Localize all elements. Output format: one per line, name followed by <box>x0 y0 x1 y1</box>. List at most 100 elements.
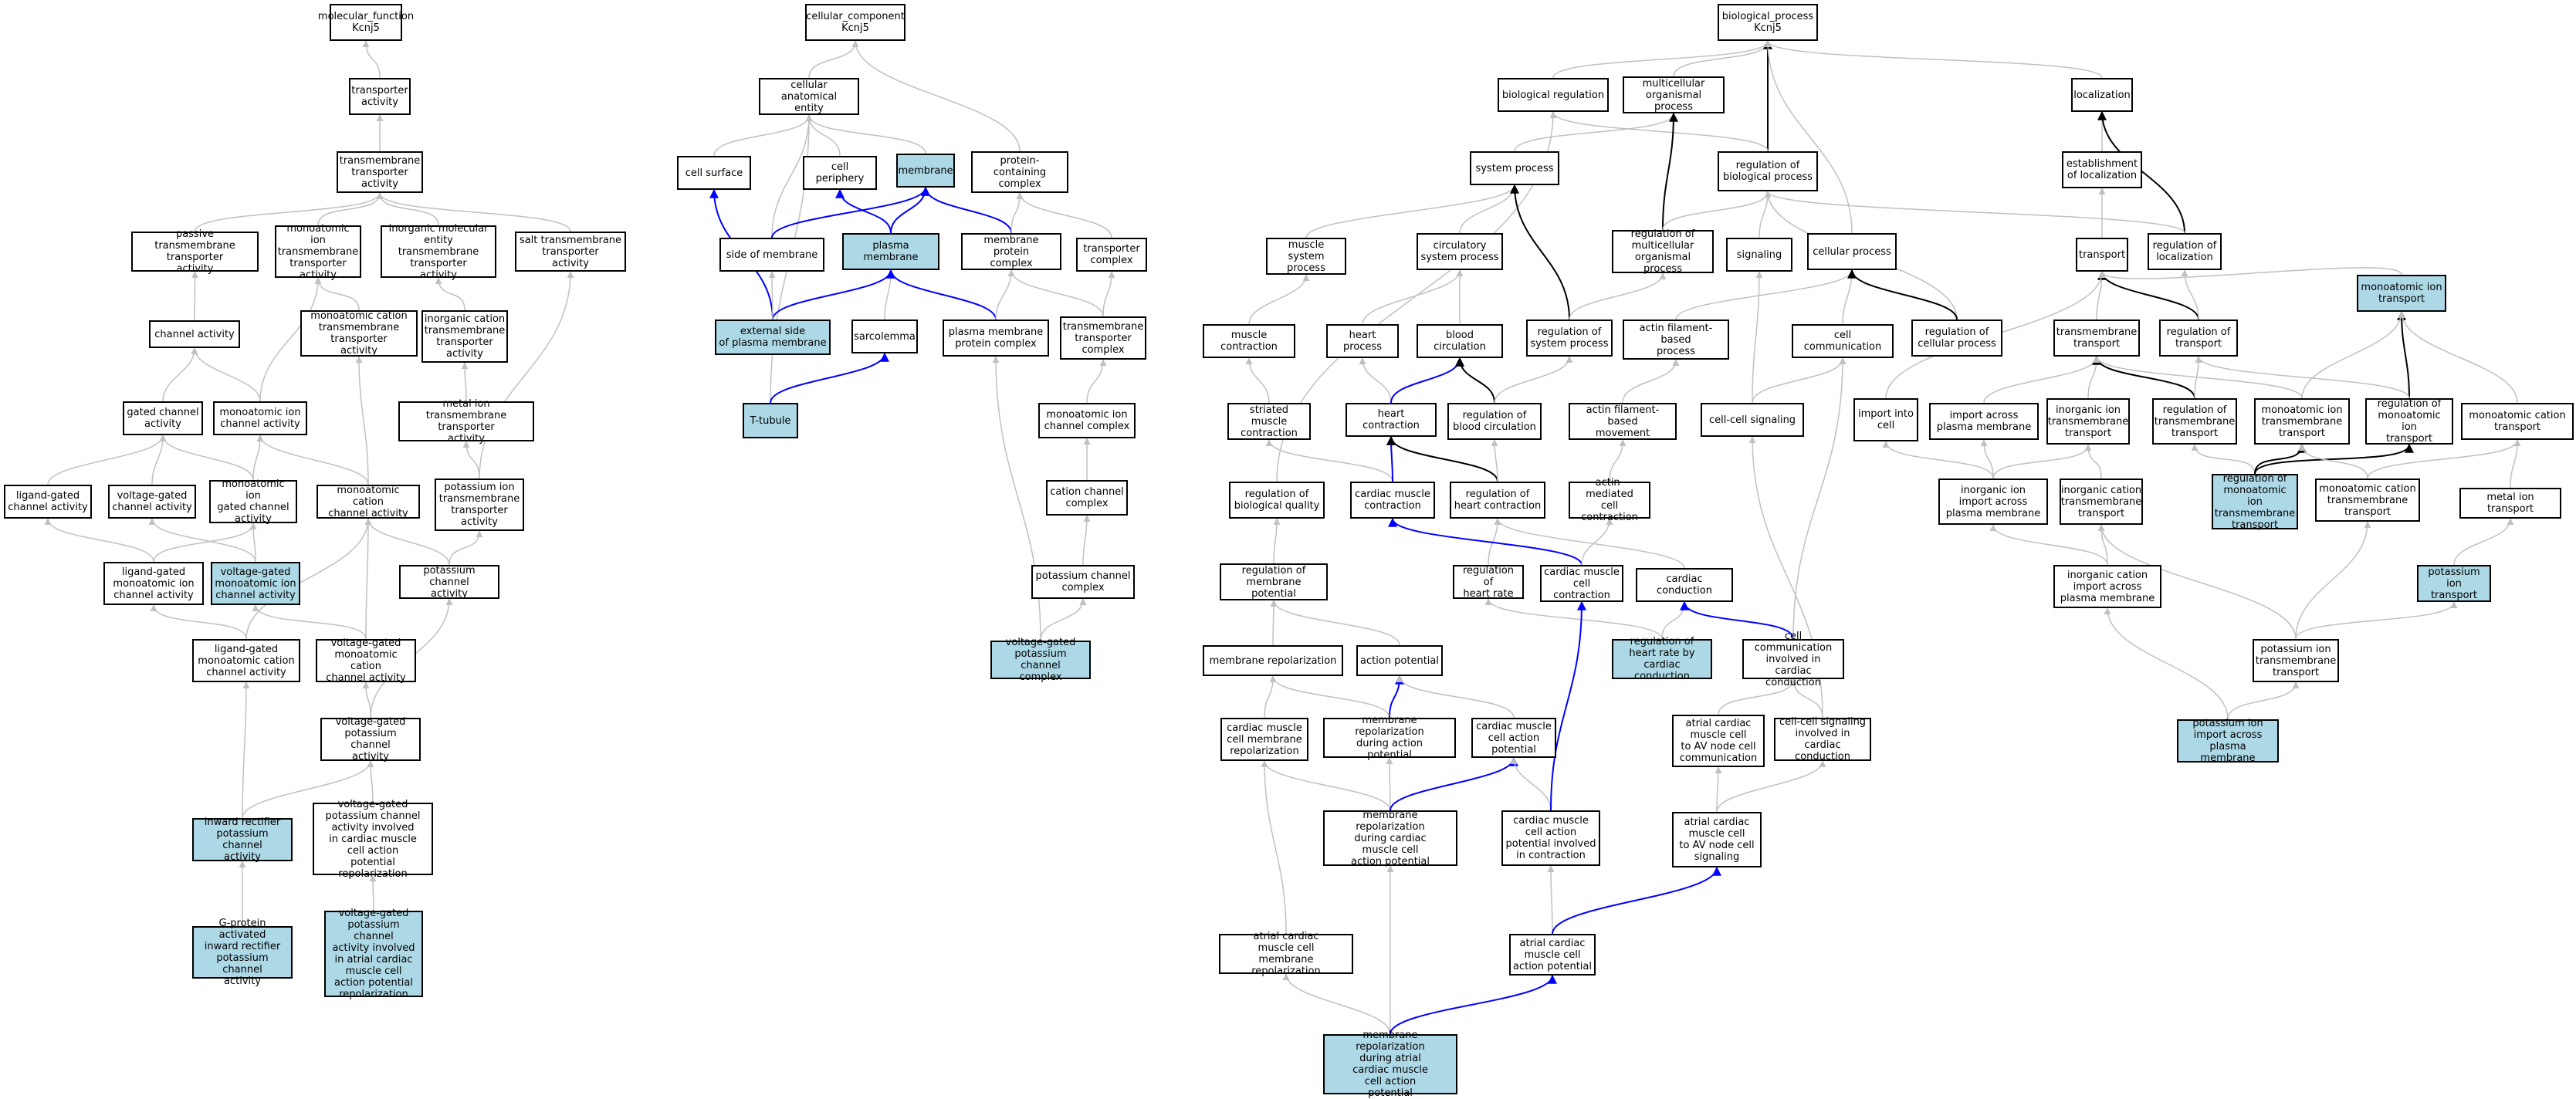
go-term-blood-circulation: blood circulation <box>1417 324 1503 358</box>
edge-cell-comm-cardiac-to-cardiac-conduction <box>1680 600 1794 640</box>
edge-protein-complex-to-cc-root <box>851 40 1021 152</box>
edge-reg-localization-to-reg-bio-process <box>1764 191 2185 234</box>
go-term-action-potential: action potential <box>1356 645 1443 676</box>
edge-inorg-cation-tm-transport-to-inorg-ion-tm-transport <box>2084 444 2102 479</box>
edge-ligand-gated-mono-ion-to-ligand-gated-channel <box>44 518 154 563</box>
go-term-membrane: membrane <box>896 154 955 188</box>
edge-vg-k-cardiac-to-voltage-gated-potassium <box>367 760 374 803</box>
go-term-potassium-ion-tm: potassium ion transmembrane transporter … <box>435 478 524 531</box>
edge-reg-multicellular-to-multicellular-process <box>1662 112 1678 231</box>
edge-reg-transport-to-reg-localization <box>2181 269 2199 320</box>
edge-mono-cation-transport-to-mono-ion-transport <box>2398 311 2518 404</box>
edge-cell-cell-signaling-to-cell-communication <box>1752 357 1847 404</box>
go-term-actin-filament-process: actin filament-based process <box>1623 320 1729 360</box>
edge-reg-mono-ion-transport-to-mono-ion-transport <box>2397 310 2410 399</box>
go-term-cardiac-mc-ap-contraction: cardiac muscle cell action potential inv… <box>1501 810 1600 866</box>
edge-reg-blood-circulation-to-blood-circulation <box>1455 357 1495 404</box>
go-term-mono-ion-transport: monoatomic ion transport <box>2357 275 2446 312</box>
go-term-cardiac-conduction: cardiac conduction <box>1636 568 1733 602</box>
go-term-metal-ion-tm: metal ion transmembrane transporter acti… <box>398 398 534 445</box>
edge-inorg-cation-tm-to-inorg-mol-tm <box>435 277 465 311</box>
edge-t-tubule-to-sarcolemma <box>770 352 889 404</box>
edge-potassium-ion-transport-to-metal-ion-transport <box>2453 518 2514 566</box>
edge-reg-mono-ion-tm-transport-to-reg-tm-transport <box>2191 444 2256 475</box>
edge-reg-mono-ion-tm-transport-to-reg-mono-ion-transport <box>2254 443 2414 475</box>
edge-mono-ion-tm-to-tm-transporter-activity <box>317 192 384 226</box>
go-term-membrane-repol-atrial-ap: membrane repolarization during atrial ca… <box>1323 1030 1457 1099</box>
edge-salt-tm-to-tm-transporter-activity <box>376 192 571 232</box>
go-term-system-process: system process <box>1470 151 1559 185</box>
go-term-gated-channel: gated channel activity <box>123 401 203 435</box>
go-term-heart-contraction: heart contraction <box>1346 403 1437 437</box>
go-term-atrial-to-av-comm: atrial cardiac muscle cell to AV node ce… <box>1672 715 1765 767</box>
edge-vg-k-channel-complex-to-potassium-channel-complex <box>1040 598 1087 641</box>
edge-ligand-gated-mono-ion-to-mono-ion-gated <box>153 522 257 563</box>
edge-inorg-ion-import-to-import-across-pm <box>1980 439 1994 479</box>
edge-actin-mediated-to-actin-movement <box>1609 439 1627 482</box>
go-term-localization: localization <box>2071 78 2133 112</box>
edge-reg-heart-contraction-to-reg-blood-circulation <box>1491 439 1498 482</box>
go-term-actin-movement: actin filament-based movement <box>1569 403 1677 440</box>
go-term-atrial-action-potential: atrial cardiac muscle cell action potent… <box>1509 934 1596 976</box>
edge-atrial-to-av-signaling-to-cell-cell-signaling-cardiac <box>1716 760 1826 813</box>
edge-external-side-to-plasma-membrane <box>772 269 895 320</box>
go-term-voltage-gated-mono-ion: voltage-gated monoatomic ion channel act… <box>211 562 300 605</box>
go-term-g-protein-inward: G-protein activated inward rectifier pot… <box>192 918 293 987</box>
go-term-protein-complex: protein-containing complex <box>971 151 1068 193</box>
edge-ligand-gated-mono-cation-to-mono-cation-channel <box>245 518 372 640</box>
go-term-vg-k-channel-complex: voltage-gated potassium channel complex <box>990 637 1091 683</box>
edge-cardiac-conduction-to-reg-heart-contraction <box>1494 518 1685 569</box>
edge-atrial-action-potential-to-cardiac-mc-ap-contraction <box>1547 865 1555 935</box>
go-term-potassium-channel-complex: potassium channel complex <box>1031 565 1135 599</box>
edge-cell-cell-signaling-cardiac-to-cell-comm-cardiac <box>1789 678 1823 719</box>
go-term-cell-comm-cardiac: cell communication involved in cardiac c… <box>1742 631 1844 688</box>
go-term-cell-cell-signaling-cardiac: cell-cell signaling involved in cardiac … <box>1774 716 1871 763</box>
edge-mono-ion-tm-transport-to-mono-ion-transport <box>2301 311 2405 399</box>
go-term-side-of-membrane: side of membrane <box>719 238 824 272</box>
edge-vg-k-atrial-to-vg-k-cardiac <box>369 874 377 911</box>
go-term-mono-cation-tm: monoatomic cation transmembrane transpor… <box>300 310 418 357</box>
edge-muscle-contraction-to-muscle-system-process <box>1248 274 1310 325</box>
go-term-multicellular-process: multicellular organismal process <box>1623 76 1725 113</box>
edge-inorg-cation-import-to-inorg-ion-import <box>1989 524 2108 566</box>
go-term-plasma-membrane: plasma membrane <box>842 233 939 270</box>
go-term-pm-protein-complex: plasma membrane protein complex <box>943 320 1049 357</box>
edge-ligand-gated-mono-cation-to-ligand-gated-mono-ion <box>150 604 247 640</box>
edge-heart-contraction-to-heart-process <box>1359 357 1392 404</box>
go-term-reg-heart-contraction: regulation of heart contraction <box>1450 482 1545 519</box>
edge-membrane-repol-cardiac-ap-to-cardiac-mc-membrane-repol <box>1261 760 1391 811</box>
edge-striated-muscle-to-muscle-contraction <box>1245 357 1270 404</box>
edge-reg-cellular-process-to-cellular-process <box>1847 269 1958 320</box>
edge-mono-ion-gated-to-gated-channel <box>159 435 254 481</box>
go-term-actin-mediated: actin-mediated cell contraction <box>1569 477 1650 523</box>
go-term-metal-ion-transport: metal ion transport <box>2459 488 2561 519</box>
go-term-voltage-gated-potassium: voltage-gated potassium channel activity <box>320 716 421 763</box>
edge-cell-periphery-to-cell-anat <box>805 114 841 157</box>
go-term-reg-transport: regulation of transport <box>2159 320 2238 357</box>
edge-mono-ion-channel-complex-to-tm-transporter-complex <box>1086 359 1107 404</box>
edge-plasma-membrane-to-cell-periphery <box>835 188 892 234</box>
go-term-reg-bio-process: regulation of biological process <box>1718 151 1818 191</box>
edge-heart-process-to-circulatory-system <box>1362 269 1464 325</box>
edge-mono-ion-channel-to-mono-ion-tm <box>259 277 322 402</box>
edge-cell-cell-signaling-to-signaling <box>1752 271 1763 404</box>
go-term-tm-transporter-complex: transmembrane transporter complex <box>1060 316 1146 360</box>
edge-reg-system-process-to-system-process <box>1510 184 1570 320</box>
go-term-cell-periphery: cell periphery <box>803 156 877 190</box>
edge-atrial-membrane-repol-to-cardiac-mc-membrane-repol <box>1261 760 1287 935</box>
edge-transporter-activity-to-mf-root <box>362 40 381 79</box>
go-term-transporter-complex: transporter complex <box>1076 238 1147 272</box>
edge-potassium-channel-to-mono-cation-channel <box>364 518 450 566</box>
edge-inorg-mol-tm-to-tm-transporter-activity <box>376 192 439 226</box>
edge-inorg-ion-import-to-import-into-cell <box>1882 441 1994 479</box>
go-term-muscle-system-process: muscle system process <box>1266 238 1346 275</box>
go-term-reg-mono-ion-tm-transport: regulation of monoatomic ion transmembra… <box>2212 473 2298 531</box>
edge-voltage-gated-mono-ion-to-voltage-gated-channel <box>148 518 256 563</box>
go-term-voltage-gated-channel: voltage-gated channel activity <box>108 485 196 519</box>
edge-inward-rectifier-to-ligand-gated-mono-cation <box>242 681 250 819</box>
go-term-cardiac-mc-action-potential: cardiac muscle cell action potential <box>1471 718 1556 758</box>
edge-cell-surface-to-cell-anat <box>713 114 813 157</box>
go-term-mf-root: molecular_function Kcnj5 <box>318 4 414 41</box>
edge-actin-movement-to-actin-filament-process <box>1622 359 1680 404</box>
edge-cellular-process-to-bp-root <box>1764 40 1853 234</box>
